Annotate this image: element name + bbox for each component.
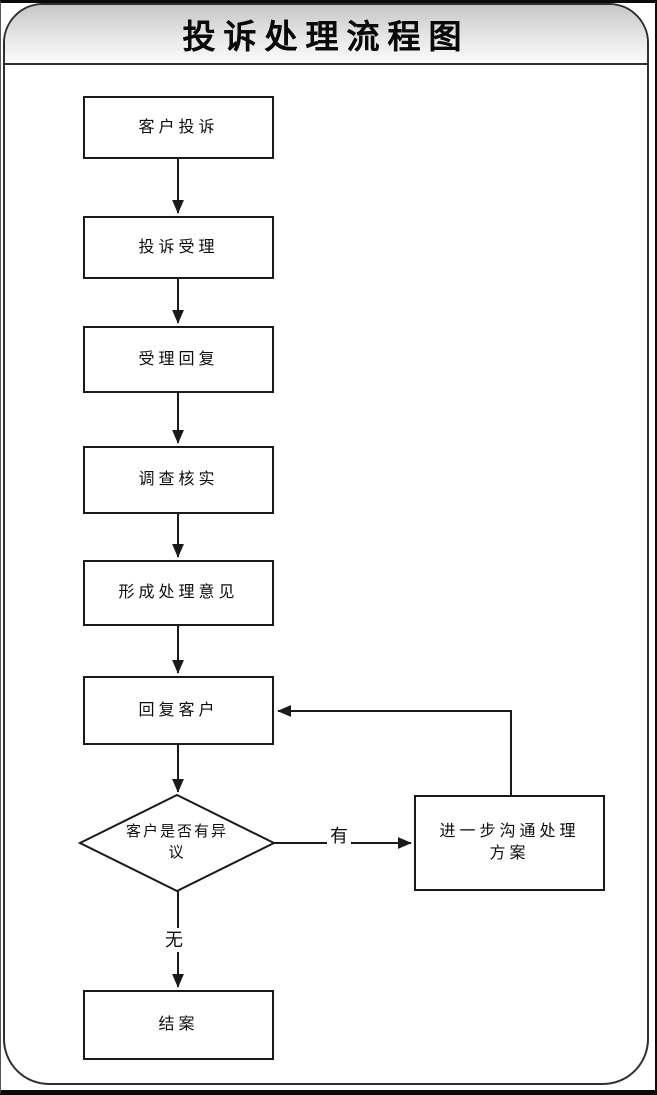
node-reply-customer: 回复客户 [83, 676, 274, 745]
node-case-closed: 结案 [83, 990, 274, 1060]
edge-label-yes: 有 [327, 824, 351, 848]
flowchart-frame: 投诉处理流程图 [3, 3, 649, 1085]
node-further-communication: 进一步沟通处理方案 [414, 795, 605, 891]
edge-further-back-to-reply [277, 705, 512, 795]
edge-label-no: 无 [162, 928, 186, 952]
node-label: 客户投诉 [138, 118, 219, 136]
node-label: 形成处理意见 [118, 584, 239, 601]
flowchart-connectors [77, 159, 512, 988]
node-customer-complaint: 客户投诉 [83, 96, 274, 159]
node-label: 调查核实 [138, 471, 219, 488]
node-label: 进一步沟通处理方案 [439, 823, 580, 862]
page-title: 投诉处理流程图 [182, 18, 470, 55]
node-complaint-acceptance: 投诉受理 [83, 216, 274, 279]
node-investigate-verify: 调查核实 [83, 446, 274, 514]
node-label: 回复客户 [138, 701, 219, 719]
node-label: 受理回复 [138, 350, 219, 368]
node-objection-decision: 客户是否有异议 [125, 823, 228, 861]
node-acceptance-reply: 受理回复 [83, 326, 274, 393]
flowchart-header: 投诉处理流程图 [5, 5, 647, 65]
decision-diamond-shape [77, 793, 277, 893]
node-label: 投诉受理 [138, 238, 219, 256]
node-label: 结案 [158, 1016, 199, 1033]
node-form-handling-opinion: 形成处理意见 [83, 560, 274, 626]
